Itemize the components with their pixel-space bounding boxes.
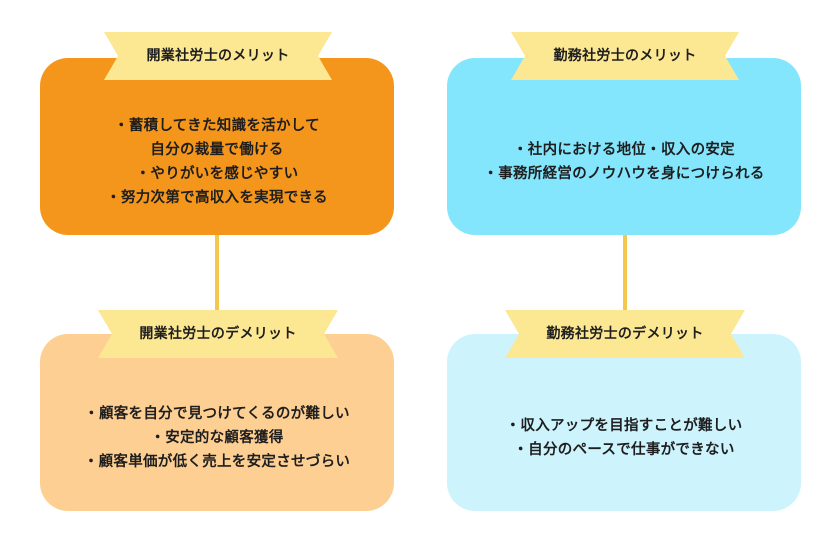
list-item: ・顧客を自分で見つけてくるのが難しい <box>84 405 350 422</box>
kinmu-demerit-list: ・収入アップを目指すことが難しい ・自分のペースで仕事ができない <box>506 414 743 462</box>
ribbon-shape <box>104 32 332 80</box>
kinmu-demerit-box: ・収入アップを目指すことが難しい ・自分のペースで仕事ができない <box>447 334 801 511</box>
list-item: ・安定的な顧客獲得 <box>150 429 284 446</box>
ribbon-shape <box>505 310 745 358</box>
list-item: ・社内における地位・収入の安定 <box>512 141 735 158</box>
kinmu-demerit-ribbon: 勤務社労士のデメリット <box>505 310 745 358</box>
list-item: ・自分のペースで仕事ができない <box>513 441 735 458</box>
list-item: ・努力次第で高収入を実現できる <box>106 189 328 206</box>
kaigyo-demerit-box: ・顧客を自分で見つけてくるのが難しい ・安定的な顧客獲得 ・顧客単価が低く売上を… <box>40 334 394 511</box>
kinmu-merit-list: ・社内における地位・収入の安定 ・事務所経営のノウハウを身につけられる <box>483 138 764 186</box>
kaigyo-demerit-title: 開業社労士のデメリット <box>139 326 297 342</box>
kinmu-merit-box: ・社内における地位・収入の安定 ・事務所経営のノウハウを身につけられる <box>447 58 801 235</box>
kaigyo-demerit-ribbon: 開業社労士のデメリット <box>98 310 338 358</box>
kaigyo-demerit-list: ・顧客を自分で見つけてくるのが難しい ・安定的な顧客獲得 ・顧客単価が低く売上を… <box>84 402 350 474</box>
list-item: 自分の裁量で働ける <box>150 141 284 158</box>
kaigyo-merit-list: ・蓄積してきた知識を活かして 自分の裁量で働ける ・やりがいを感じやすい ・努力… <box>106 114 328 210</box>
list-item: ・事務所経営のノウハウを身につけられる <box>483 165 765 182</box>
kaigyo-merit-ribbon: 開業社労士のメリット <box>104 32 332 80</box>
list-item: ・収入アップを目指すことが難しい <box>505 417 743 434</box>
kinmu-merit-ribbon: 勤務社労士のメリット <box>511 32 739 80</box>
ribbon-shape <box>511 32 739 80</box>
connector-kaigyo <box>215 230 219 342</box>
connector-kinmu <box>623 230 627 342</box>
kaigyo-merit-title: 開業社労士のメリット <box>146 48 290 64</box>
kinmu-demerit-title: 勤務社労士のデメリット <box>546 326 704 342</box>
list-item: ・顧客単価が低く売上を安定させづらい <box>83 453 351 470</box>
list-item: ・やりがいを感じやすい <box>135 165 299 182</box>
ribbon-shape <box>98 310 338 358</box>
list-item: ・蓄積してきた知識を活かして <box>114 117 320 134</box>
kaigyo-merit-box: ・蓄積してきた知識を活かして 自分の裁量で働ける ・やりがいを感じやすい ・努力… <box>40 58 394 235</box>
kinmu-merit-title: 勤務社労士のメリット <box>553 48 697 64</box>
